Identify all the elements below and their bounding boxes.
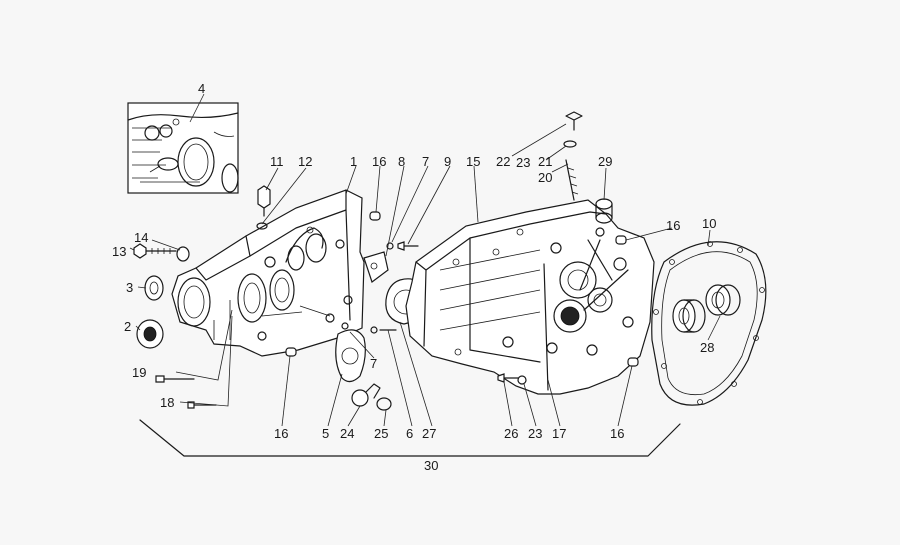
callout-6: 6 [406,426,413,441]
callout-5: 5 [322,426,329,441]
callout-16-top: 16 [372,154,386,169]
callout-23-bottom: 23 [528,426,542,441]
callout-4: 4 [198,81,205,96]
callout-28: 28 [700,340,714,355]
callout-14: 14 [134,230,148,245]
callout-26: 26 [504,426,518,441]
callout-22: 22 [496,154,510,169]
callout-2: 2 [124,319,131,334]
callout-21: 21 [538,154,552,169]
callout-16-bottom-right: 16 [610,426,624,441]
gasket-bolt-holes [653,241,765,405]
callout-15: 15 [466,154,480,169]
callout-29: 29 [598,154,612,169]
callout-7-top: 7 [422,154,429,169]
inset-detail [127,102,239,194]
callout-23-top: 23 [516,155,530,170]
callout-12: 12 [298,154,312,169]
assembly-bracket [139,419,681,457]
callout-9: 9 [444,154,451,169]
callout-17: 17 [552,426,566,441]
callout-10: 10 [702,216,716,231]
breather-assembly [563,111,583,201]
leader-lines [129,93,721,427]
callout-1: 1 [350,154,357,169]
callout-25: 25 [374,426,388,441]
callout-11: 11 [270,154,284,169]
callout-7-mid: 7 [370,356,377,371]
callout-16-right: 16 [666,218,680,233]
callout-19: 19 [132,365,146,380]
seal-29 [595,198,613,224]
bearings [672,284,741,333]
cover-plate [335,322,366,383]
right-gearbox-housing [405,199,655,395]
callout-3: 3 [126,280,133,295]
callout-24: 24 [340,426,354,441]
callout-8: 8 [398,154,405,169]
left-gearbox-housing [171,189,365,357]
callout-16-bottom-left: 16 [274,426,288,441]
callout-30: 30 [424,458,438,473]
callouts: 4 1 11 12 16 8 7 9 15 22 23 21 20 29 10 … [112,81,716,473]
left-small-parts [133,185,639,411]
callout-27: 27 [422,426,436,441]
callout-18: 18 [160,395,174,410]
side-cover-gasket [651,241,767,406]
callout-20: 20 [538,170,552,185]
callout-13: 13 [112,244,126,259]
